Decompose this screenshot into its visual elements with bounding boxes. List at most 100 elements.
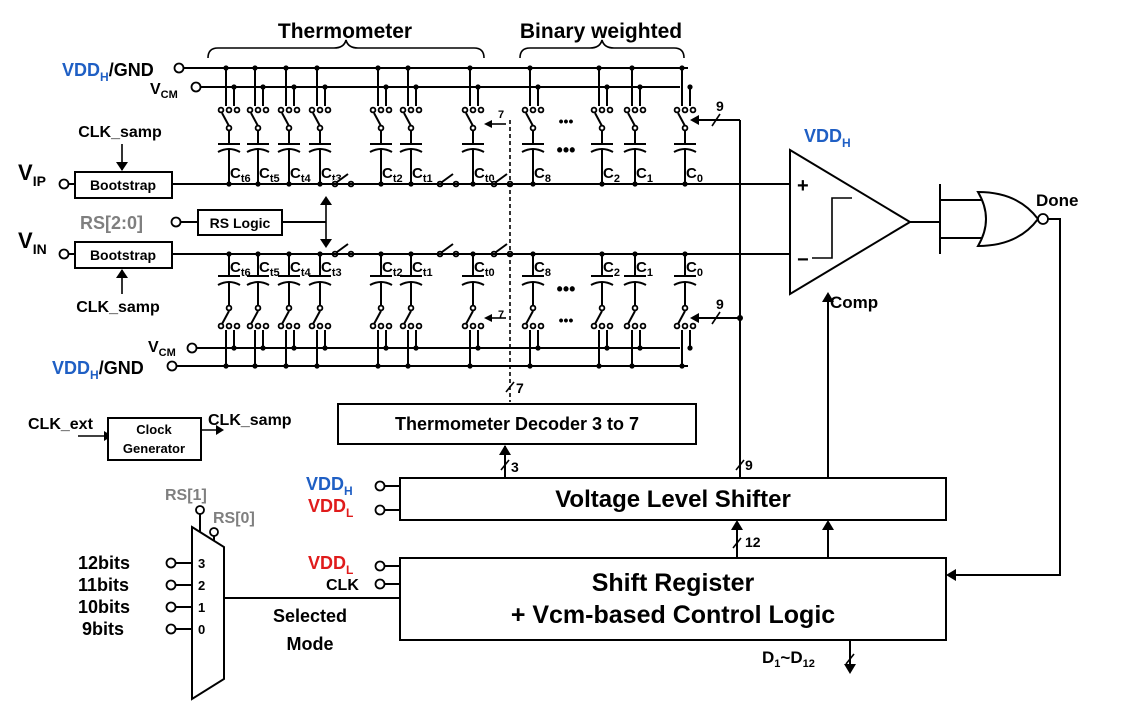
top-cap-label-t1: Ct1 — [412, 165, 433, 185]
plate-switch-4 — [436, 243, 460, 258]
done-label: Done — [1036, 191, 1079, 210]
shift-register-block — [399, 557, 947, 641]
top-cap-label-8: C8 — [534, 165, 551, 185]
top-cap-label-t2: Ct2 — [382, 165, 403, 185]
voltage-level-shifter-block — [399, 477, 947, 521]
clock-generator-line2: Generator — [123, 441, 185, 456]
top-cap-label-t6: Ct6 — [230, 165, 251, 185]
mux-sel-1: 1 — [198, 600, 205, 615]
shift-register-label-line1: Shift Register — [592, 569, 755, 597]
thermometer-brace — [207, 39, 485, 59]
comparator-plus: + — [797, 175, 809, 197]
top-ellipsis: ••• — [557, 140, 576, 160]
rs-logic-label: RS Logic — [210, 215, 271, 231]
top-bus-width-9: 9 — [716, 98, 724, 114]
clock-generator-block — [107, 417, 202, 461]
svg-text:VIP: VIP — [18, 160, 46, 189]
bottom-cap-label-t5: Ct5 — [259, 259, 280, 279]
clk-samp-output-label: CLK_samp — [208, 412, 292, 429]
clk-pin — [374, 578, 386, 590]
mux-input-10bits: 10bits — [78, 597, 130, 617]
bootstrap-top-label: Bootstrap — [90, 177, 156, 193]
bottom-cap-label-t4: Ct4 — [290, 259, 312, 279]
binary-weighted-brace — [519, 39, 685, 59]
mux-input-11bits: 11bits — [78, 575, 129, 595]
bottom-cap-label-t1: Ct1 — [412, 259, 433, 279]
bottom-vddh-pin — [166, 360, 178, 372]
shifter-vddh-label: VDDH — [306, 474, 353, 498]
thermometer-decoder-label: Thermometer Decoder 3 to 7 — [395, 414, 639, 434]
svg-text:VDDH: VDDH — [306, 474, 353, 498]
comparator-output-label: Comp — [830, 293, 878, 312]
vip-label: VIP — [18, 160, 46, 189]
rs-input-pin — [170, 216, 182, 228]
comparator — [789, 148, 912, 296]
comparator-hysteresis-icon — [812, 197, 852, 259]
top-vddh-gnd-label: VDDH/GND — [62, 60, 154, 84]
top-vcm-pin — [190, 81, 202, 93]
bottom-cap-label-8: C8 — [534, 259, 551, 279]
bottom-cap-label-2: C2 — [603, 259, 620, 279]
svg-text:VCM: VCM — [148, 339, 176, 359]
resolution-mux — [191, 525, 225, 701]
bootstrap-bottom — [74, 241, 173, 269]
shift-register-label-line2: + Vcm-based Control Logic — [511, 601, 835, 629]
decoder-input-width: 3 — [511, 459, 519, 475]
thermometer-label: Thermometer — [278, 20, 412, 43]
bottom-cap-label-t3: Ct3 — [321, 259, 342, 279]
rs-input-label: RS[2:0] — [80, 213, 143, 233]
rs1-label: RS[1] — [165, 487, 207, 504]
top-cap-label-t5: Ct5 — [259, 165, 280, 185]
output-bus-label: D1~D12 — [762, 648, 815, 670]
mux-sel-2: 2 — [198, 578, 205, 593]
top-vcm-label: VCM — [150, 81, 178, 101]
top-cap-label-t3: Ct3 — [321, 165, 342, 185]
bottom-cap-label-t2: Ct2 — [382, 259, 403, 279]
mux-input-9bits: 9bits — [82, 619, 124, 639]
bottom-cap-label-t0: Ct0 — [474, 259, 495, 279]
selected-mode-line2: Mode — [287, 634, 334, 654]
svg-text:VIN: VIN — [18, 228, 47, 257]
decoder-bus-width: 7 — [516, 380, 524, 396]
bottom-cap-label-1: C1 — [636, 259, 653, 279]
top-vddh-pin — [173, 62, 185, 74]
clk-ext-label: CLK_ext — [28, 416, 94, 433]
voltage-level-shifter-label: Voltage Level Shifter — [555, 486, 791, 513]
register-vddl-label: VDDL — [308, 553, 353, 577]
nor-gate-bubble — [1037, 213, 1049, 225]
register-bus-width-12: 12 — [745, 534, 761, 550]
shifter-bus-width-9: 9 — [745, 457, 753, 473]
mux-sel-3: 3 — [198, 556, 205, 571]
clk-samp-bottom-label: CLK_samp — [76, 299, 160, 316]
svg-text:VDDL: VDDL — [308, 553, 353, 577]
top-cap-label-t4: Ct4 — [290, 165, 312, 185]
top-cap-label-t0: Ct0 — [474, 165, 495, 185]
bottom-cap-label-t6: Ct6 — [230, 259, 251, 279]
comparator-vddh-label: VDDH — [804, 126, 851, 150]
bottom-cap-label-0: C0 — [686, 259, 703, 279]
top-bus-width-7: 7 — [498, 109, 504, 121]
rs-logic-block — [197, 209, 283, 236]
comparator-minus: − — [797, 249, 809, 271]
shifter-vddl-label: VDDL — [308, 496, 353, 520]
svg-text:VDDH/GND: VDDH/GND — [52, 358, 144, 382]
vip-pin — [58, 178, 70, 190]
selected-mode-line1: Selected — [273, 606, 347, 626]
top-cap-label-2: C2 — [603, 165, 620, 185]
svg-text:VDDH: VDDH — [804, 126, 851, 150]
bottom-vddh-gnd-label: VDDH/GND — [52, 358, 144, 382]
thermometer-decoder-block — [337, 403, 697, 445]
capacitor-array: Ct6Ct6Ct5Ct5Ct4Ct4Ct3Ct3Ct2Ct2Ct1Ct1Ct0C… — [217, 65, 703, 369]
bootstrap-top — [74, 171, 173, 199]
svg-text:VCM: VCM — [150, 81, 178, 101]
